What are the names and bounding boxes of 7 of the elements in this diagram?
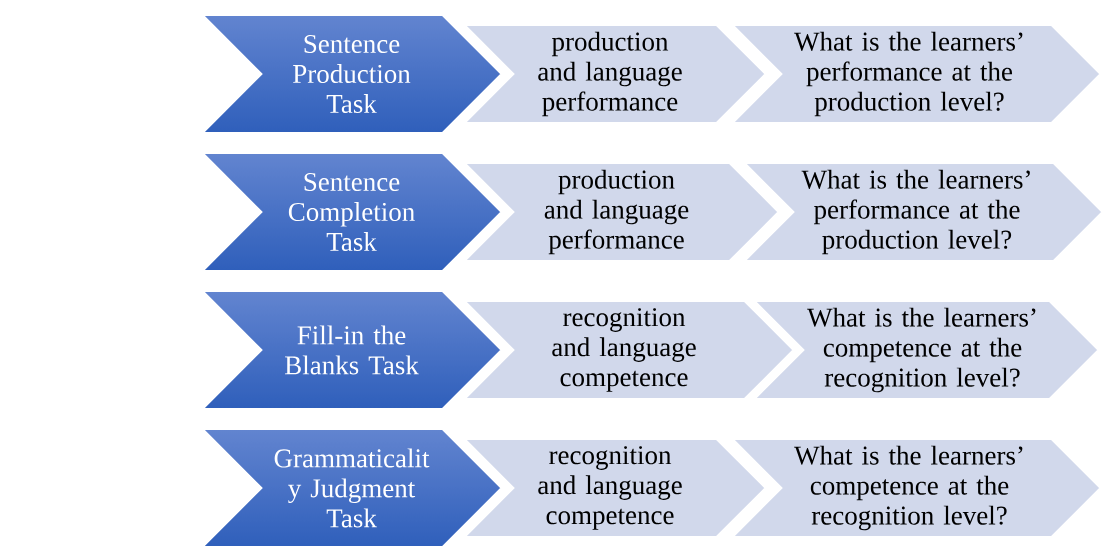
node-label: What is the learners’ performance at the production level? [794,31,1023,117]
node-label: recognition and language competence [538,446,682,530]
chevron-box: What is the learners’ competence at the recognition level? [747,298,1103,402]
node-label: What is the learners’ performance at the production level? [801,169,1030,255]
node-label: What is the learners’ competence at the recognition level? [794,445,1023,531]
node-label: What is the learners’ competence at the recognition level? [807,307,1036,393]
chevron-box: Fill-in the Blanks Task [195,288,506,412]
